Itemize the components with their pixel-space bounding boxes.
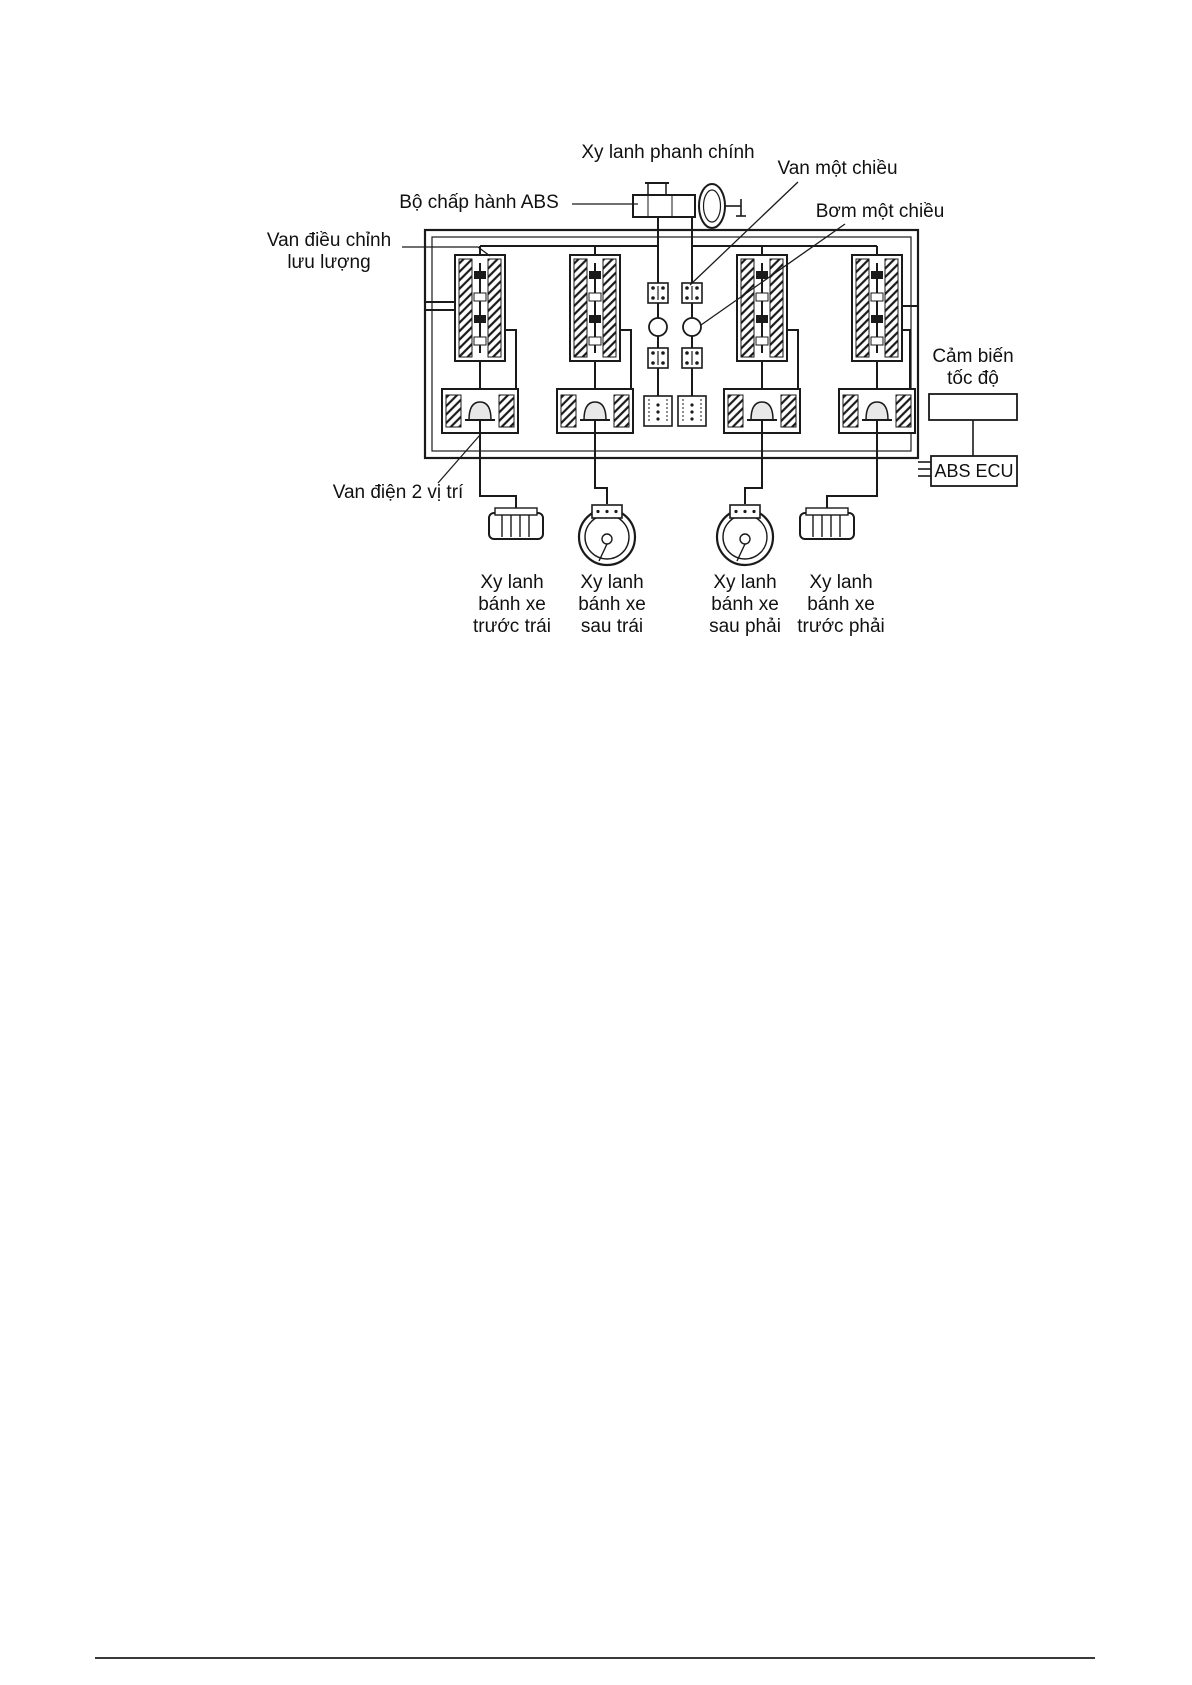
label-wheel-cylinder-rear-left: Xy lanh bánh xe sau trái [550,572,674,638]
label-master-cylinder: Xy lanh phanh chính [581,142,755,163]
wheel-label-line: bánh xe [711,594,779,615]
label-flow-control-valve: Van điều chỉnh lưu lượng [253,230,405,274]
wheel-label-line: bánh xe [478,594,546,615]
leader-lines [402,181,846,484]
wheel-label-line: sau trái [580,616,644,637]
wheel-label-line: Xy lanh [580,572,644,593]
label-wheel-cylinder-front-left: Xy lanh bánh xe trước trái [450,572,574,638]
accumulator-icons [643,395,707,427]
label-abs-ecu: ABS ECU [934,460,1014,481]
label-solenoid-valve: Van điện 2 vị trí [332,482,464,503]
label-wheel-cylinder-rear-right: Xy lanh bánh xe sau phải [683,572,807,638]
wheel-label-line: trước trái [473,616,551,637]
label-pump: Bơm một chiều [815,201,945,222]
label-wheel-cylinder-front-right: Xy lanh bánh xe trước phải [779,572,903,638]
page-footer-rule [95,1657,1095,1659]
speed-sensor-box [928,393,1018,421]
pump-icons [648,317,702,337]
abs-brake-system-diagram: Xy lanh phanh chính Van một chiều Bộ chấ… [0,0,1192,700]
pipe-network [425,217,918,510]
label-flow-control-valve-line2: lưu lượng [287,252,371,273]
label-speed-sensor-line1: Cảm biến [932,346,1014,367]
wheel-label-line: Xy lanh [809,572,873,593]
abs-ecu-box [930,455,1018,487]
label-abs-actuator: Bộ chấp hành ABS [399,192,559,213]
flow-control-valve-icons [454,254,903,362]
abs-hydraulic-schematic [402,181,1018,567]
wheel-label-line: bánh xe [807,594,875,615]
label-check-valve: Van một chiều [777,158,898,179]
label-flow-control-valve-line1: Van điều chỉnh [266,230,392,251]
wheel-label-line: bánh xe [578,594,646,615]
wheel-label-line: sau phải [709,616,781,637]
label-speed-sensor: Cảm biến tốc độ [922,346,1024,390]
wheel-cylinder-icons [488,503,855,567]
wheel-label-line: Xy lanh [713,572,777,593]
wheel-label-line: trước phải [797,616,885,637]
master-cylinder-icon [632,182,746,229]
label-speed-sensor-line2: tốc độ [947,368,999,389]
wheel-label-line: Xy lanh [480,572,544,593]
ecu-wires [918,420,974,477]
